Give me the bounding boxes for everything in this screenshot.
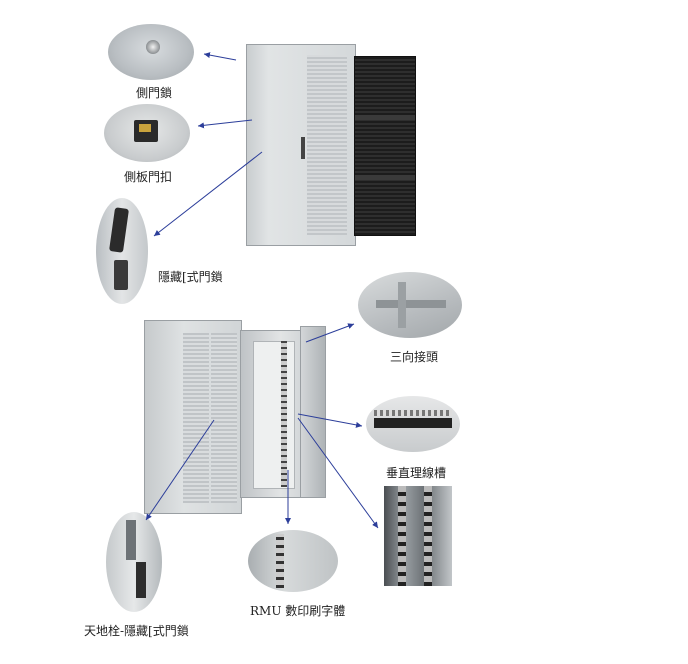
lock-cylinder-icon bbox=[146, 40, 160, 54]
label-three-way-joint: 三向接頭 bbox=[390, 350, 439, 364]
label-side-lock: 側門鎖 bbox=[136, 86, 173, 100]
floor-bolt-lock-photo bbox=[106, 512, 162, 612]
vertical-cable-manager-photo bbox=[366, 396, 460, 452]
bolt-icon bbox=[126, 520, 136, 560]
side-lock-photo bbox=[108, 24, 194, 80]
latch-button-icon bbox=[134, 120, 158, 142]
door-handle-icon bbox=[301, 137, 305, 159]
black-cabinet bbox=[354, 56, 416, 236]
label-vertical-cable-manager: 垂直理線槽 bbox=[386, 466, 447, 480]
label-side-panel-latch: 側板門扣 bbox=[124, 170, 173, 184]
vertical-rail-photo bbox=[384, 486, 452, 586]
label-hidden-lock: 隱藏[式門鎖 bbox=[158, 270, 223, 284]
side-panel-latch-photo bbox=[104, 104, 190, 162]
keypad-icon bbox=[114, 260, 128, 290]
perforated-door bbox=[307, 55, 347, 235]
label-floor-bolt-lock: 天地栓-隱藏[式門鎖 bbox=[84, 624, 189, 638]
open-door-panel bbox=[300, 326, 326, 498]
open-cabinet bbox=[240, 330, 308, 498]
rmu-print-photo bbox=[248, 530, 338, 592]
label-rmu-print: RMU 數印刷字體 bbox=[250, 604, 346, 618]
hidden-lock-photo bbox=[96, 198, 148, 304]
three-way-joint-photo bbox=[358, 272, 462, 338]
